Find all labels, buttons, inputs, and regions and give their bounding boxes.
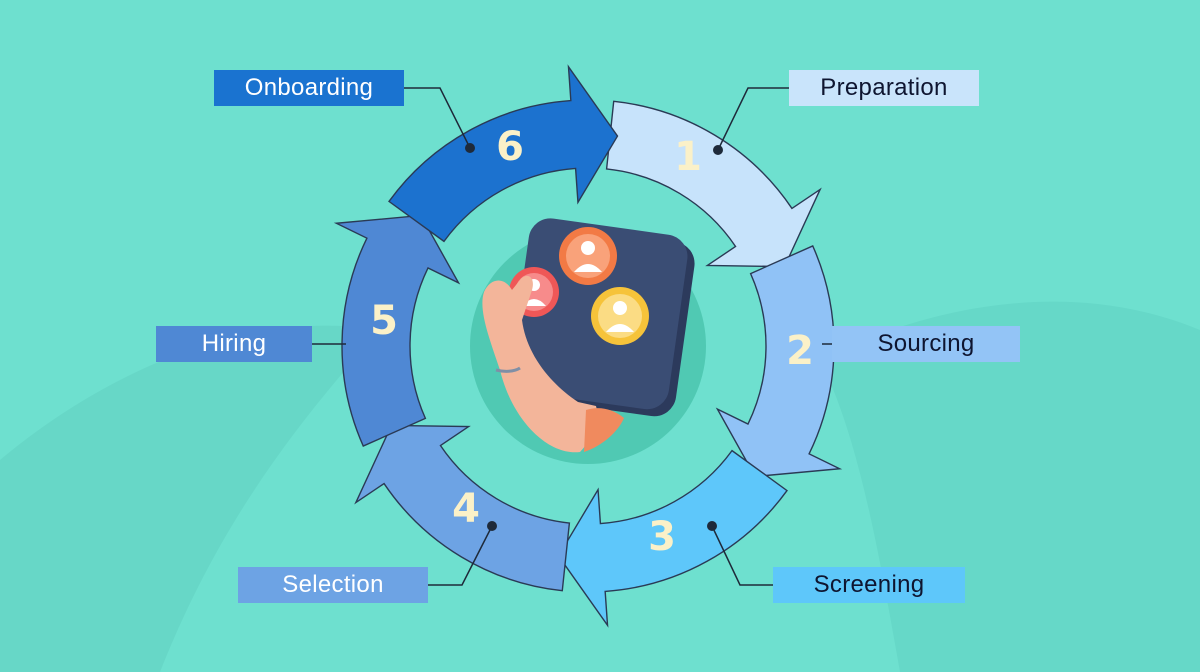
leader-line-1 [717,87,789,151]
leader-line-6 [404,87,471,149]
step-number-2: 2 [786,328,814,374]
arrow-step-2 [715,245,843,478]
step-number-6: 6 [496,124,524,170]
arrow-step-6 [388,64,619,243]
avatar-orange [559,227,617,285]
leader-dot-6 [465,143,475,153]
arrow-step-5 [333,214,461,447]
label-screening: Screening [773,567,965,603]
label-preparation: Preparation [789,70,979,106]
arrow-step-4 [354,424,571,592]
leader-dot-4 [487,521,497,531]
leader-lines [312,87,832,586]
leader-line-4 [428,525,493,586]
wave-left [0,325,380,672]
label-sourcing: Sourcing [832,326,1020,362]
center-illustration [470,218,706,464]
avatar-yellow [591,287,649,345]
step-number-5: 5 [370,298,398,344]
step-number-3: 3 [648,514,676,560]
leader-dot-1 [713,145,723,155]
arrow-step-3 [557,449,788,628]
arrow-step-1 [605,100,822,268]
hand-icon [482,275,624,453]
leader-line-3 [711,525,773,586]
label-selection: Selection [238,567,428,603]
cycle-arrows [333,64,843,628]
label-hiring: Hiring [156,326,312,362]
leader-dot-3 [707,521,717,531]
step-number-1: 1 [674,134,702,180]
step-numbers: 1 2 3 4 5 6 [370,124,814,560]
step-number-4: 4 [452,486,480,532]
label-onboarding: Onboarding [214,70,404,106]
